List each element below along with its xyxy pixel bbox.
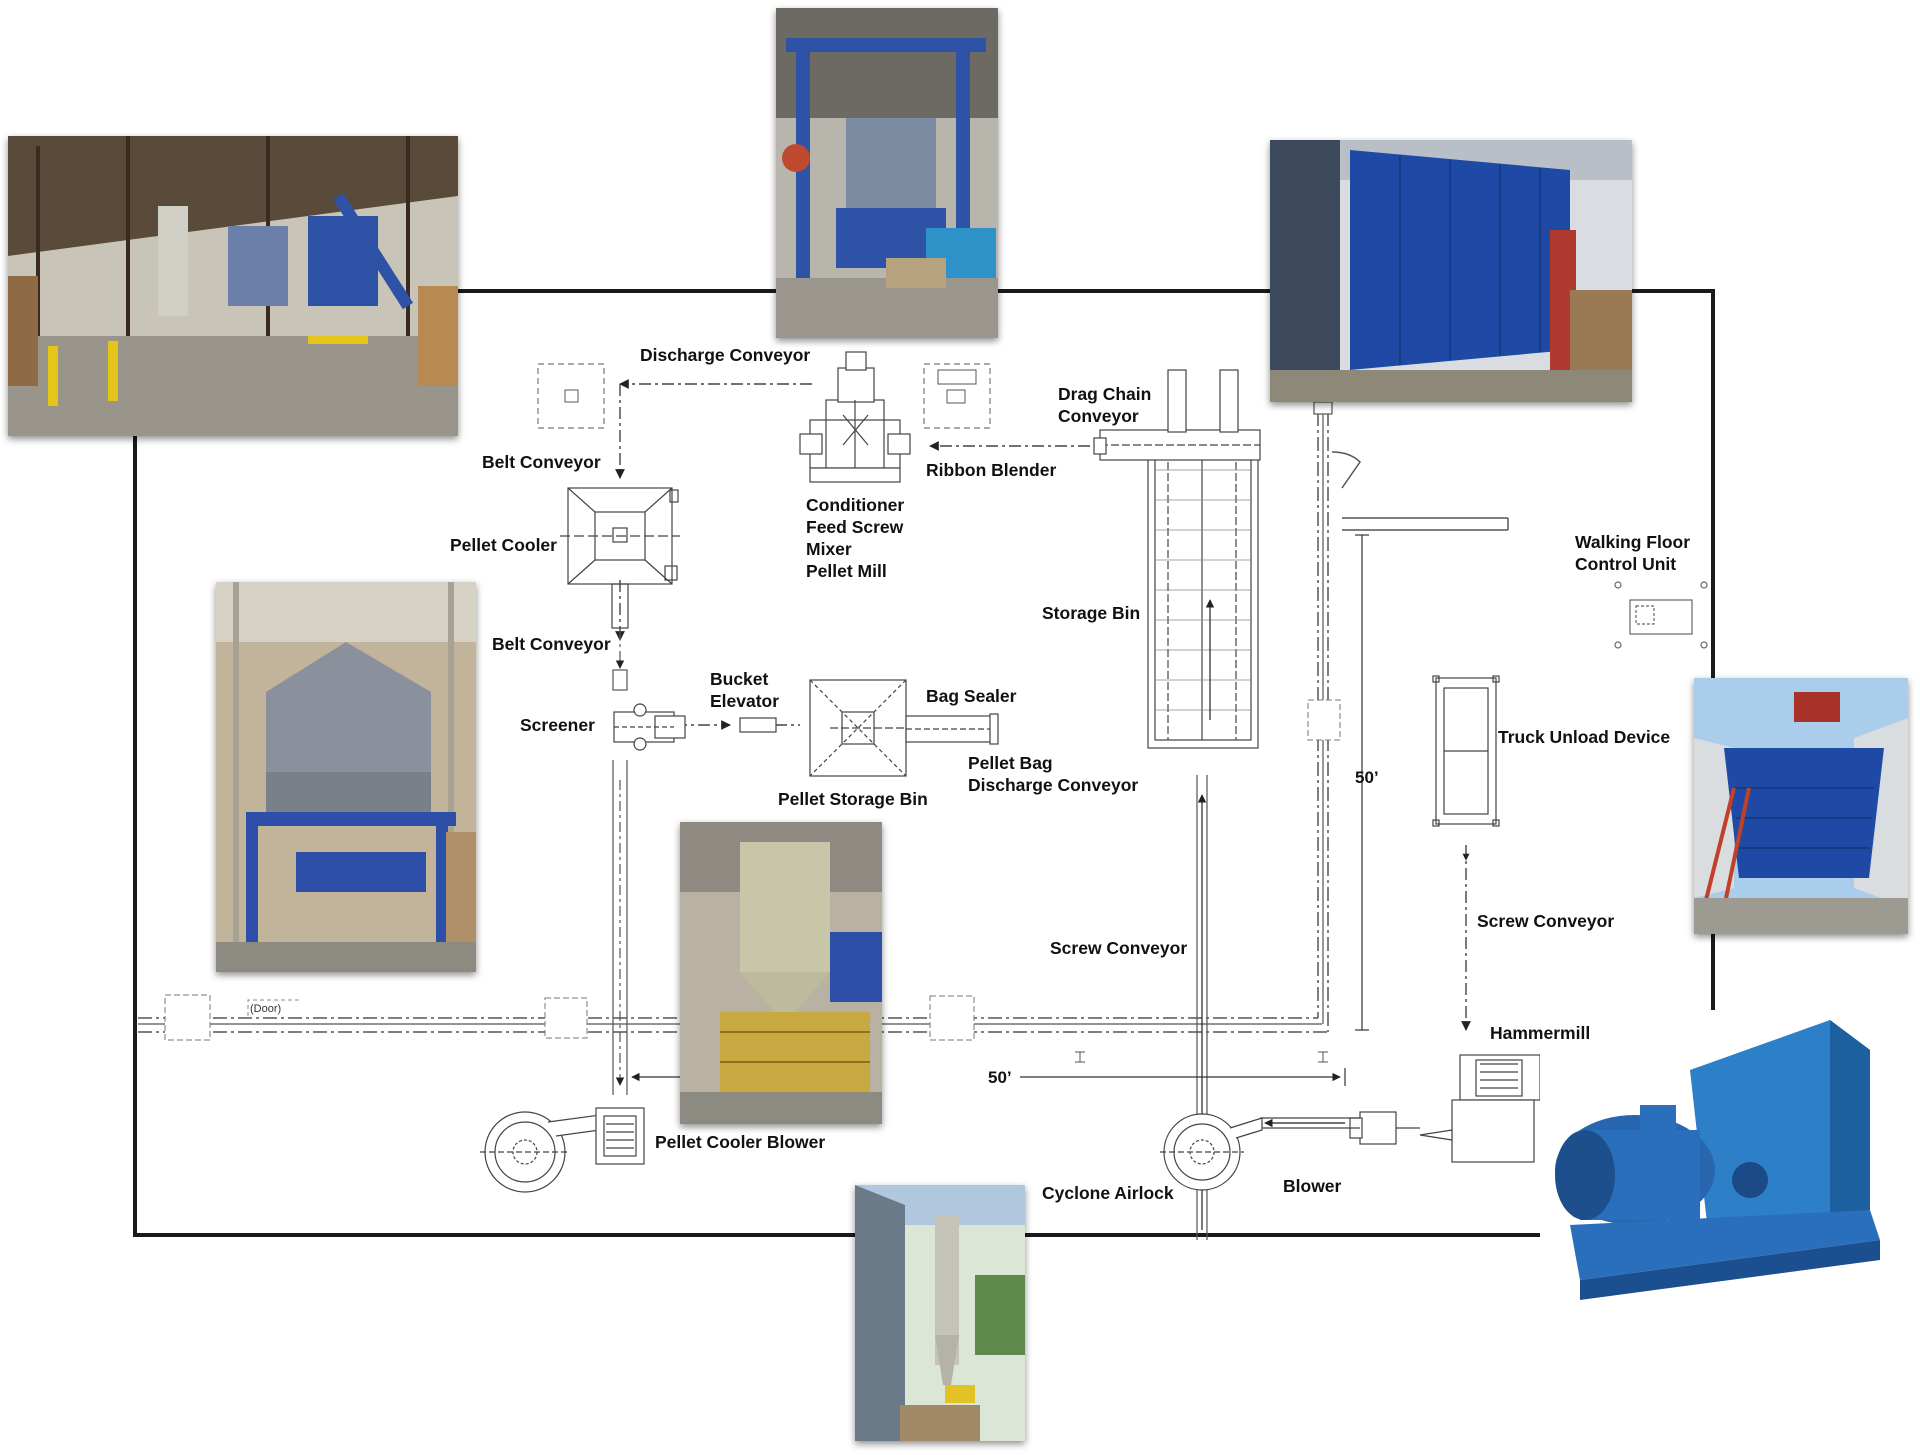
label-pellet-cooler-blower: Pellet Cooler Blower [655, 1132, 826, 1152]
pellet-cooler-blower-plan [480, 1107, 645, 1193]
label-pellet-bag-discharge-conveyor: Pellet Bag Discharge Conveyor [968, 752, 1138, 796]
label-bucket-elevator: Bucket Elevator [710, 668, 779, 712]
pellet-cooler-plan [560, 487, 680, 629]
screener-cooler-photo [680, 822, 882, 1124]
label-conditioner: Conditioner [806, 495, 905, 515]
belt-conveyor-plan [612, 630, 628, 1095]
label-screw-conveyor-right: Screw Conveyor [1477, 911, 1615, 931]
label-conditioner-group: Conditioner Feed Screw Mixer Pellet Mill [806, 494, 904, 582]
door-label: (Door) [250, 1003, 282, 1015]
label-discharge-conveyor: Discharge Conveyor [640, 345, 811, 365]
label-belt-conveyor-mid: Belt Conveyor [492, 634, 611, 654]
label-pellet-storage-bin: Pellet Storage Bin [778, 789, 928, 809]
label-storage-bin: Storage Bin [1042, 603, 1141, 623]
label-bucket-elevator-line2: Elevator [710, 691, 780, 711]
label-walking-floor-control-unit: Walking Floor Control Unit [1575, 531, 1690, 575]
facility-interior-photo [8, 136, 458, 436]
cyclone-photo [855, 1185, 1025, 1441]
label-truck-unload-device: Truck Unload Device [1498, 727, 1671, 747]
label-cyclone-airlock: Cyclone Airlock [1042, 1183, 1174, 1203]
equipment-placeholders [537, 363, 991, 429]
hammermill-plan [1419, 1054, 1541, 1163]
label-pellet-mill: Pellet Mill [806, 561, 887, 581]
dim-horizontal [631, 1068, 1346, 1086]
label-mixer: Mixer [806, 539, 852, 559]
walking-floor-pipe [1342, 517, 1509, 531]
label-walking-floor-line1: Walking Floor [1575, 532, 1691, 552]
label-bucket-elevator-line1: Bucket [710, 669, 769, 689]
screener-plan [613, 703, 686, 751]
drag-chain-conveyor-plan [1093, 369, 1261, 461]
bucket-elevator-plan [739, 717, 777, 733]
label-drag-chain-line1: Drag Chain [1058, 384, 1152, 404]
pellet-cooler-photo [216, 582, 476, 972]
label-drag-chain-line2: Conveyor [1058, 406, 1139, 426]
dim-vertical-label: 50’ [1355, 768, 1379, 787]
door-swing [247, 999, 300, 1016]
pellet-storage-bin-plan [809, 679, 907, 777]
walking-floor-control-unit-plan [1614, 581, 1708, 649]
label-ribbon-blender: Ribbon Blender [926, 460, 1057, 480]
label-hammermill: Hammermill [1490, 1023, 1591, 1043]
dim-horizontal-label: 50’ [988, 1068, 1012, 1087]
label-pellet-bag-line1: Pellet Bag [968, 753, 1053, 773]
cyclone-airlock-plan [1160, 1113, 1263, 1191]
truck-unload-device-plan [1432, 675, 1500, 827]
label-bag-sealer: Bag Sealer [926, 686, 1017, 706]
label-feed-screw: Feed Screw [806, 517, 904, 537]
truck-unload-photo [1694, 678, 1908, 934]
blower-piping [1260, 1111, 1420, 1145]
label-pellet-cooler: Pellet Cooler [450, 535, 557, 555]
bag-discharge-conveyor-plan [905, 713, 999, 745]
label-belt-conveyor-top: Belt Conveyor [482, 452, 601, 472]
hammermill-photo [1540, 1010, 1912, 1324]
label-blower: Blower [1283, 1176, 1342, 1196]
pellet-mill-photo [776, 8, 998, 338]
label-screw-conveyor-center: Screw Conveyor [1050, 938, 1188, 958]
label-drag-chain-conveyor: Drag Chain Conveyor [1058, 383, 1151, 427]
pellet-mill-plan [799, 351, 911, 483]
label-screener: Screener [520, 715, 595, 735]
storage-bin-photo [1270, 140, 1632, 402]
label-walking-floor-line2: Control Unit [1575, 554, 1677, 574]
storage-bin-plan [1147, 431, 1259, 749]
dim-vertical [1355, 534, 1369, 1031]
label-pellet-bag-line2: Discharge Conveyor [968, 775, 1139, 795]
wall-pilasters [164, 699, 1341, 1041]
